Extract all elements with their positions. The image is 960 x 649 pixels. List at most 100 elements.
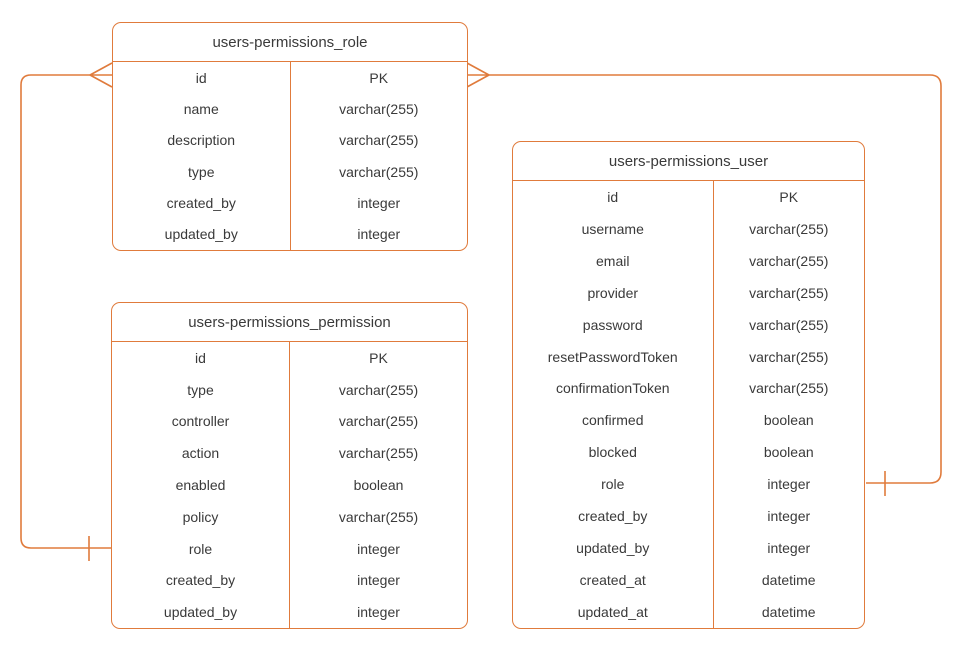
field-name-cell: name — [113, 93, 291, 125]
field-type-cell: varchar(255) — [749, 220, 829, 237]
field-type-cell: varchar(255) — [749, 380, 829, 397]
table-title: users-permissions_role — [113, 23, 467, 62]
field-name-cell: id — [112, 342, 290, 374]
field-name-cell: username — [513, 212, 714, 245]
table-row: name varchar(255) — [113, 93, 467, 125]
field-type-cell: integer — [357, 194, 401, 211]
field-type-cell: varchar(255) — [338, 413, 419, 430]
field-name-cell: action — [112, 437, 290, 470]
field-type-cell: integer — [357, 604, 400, 621]
table-row: id PK — [113, 62, 467, 94]
field-name-cell: confirmed — [513, 404, 714, 437]
field-type-cell: varchar(255) — [749, 316, 829, 333]
field-type-cell: integer — [357, 226, 401, 243]
field-name-cell: provider — [513, 276, 714, 309]
table-title: users-permissions_user — [513, 142, 864, 181]
table-row: description varchar(255) — [113, 124, 467, 156]
connector-line[interactable] — [20, 74, 111, 549]
field-name-cell: role — [513, 468, 714, 501]
field-type-cell: varchar(255) — [749, 284, 829, 301]
entity-table-users-permissions-user[interactable]: users-permissions_user id PK username varc… — [512, 141, 865, 629]
field-name-cell: id — [513, 181, 714, 213]
field-name-cell: confirmationToken — [513, 372, 714, 405]
table-row: confirmationToken varchar(255) — [513, 372, 864, 405]
field-name-cell: policy — [112, 500, 290, 533]
field-type-cell: PK — [779, 188, 799, 205]
table-row: created_by integer — [513, 500, 864, 533]
field-type-cell: integer — [357, 572, 400, 589]
table-row: role integer — [112, 532, 467, 565]
field-type-cell: integer — [767, 508, 811, 525]
field-name-cell: blocked — [513, 436, 714, 469]
field-type-cell: PK — [369, 69, 389, 86]
table-row: created_by integer — [113, 187, 467, 219]
field-name-cell: updated_by — [113, 218, 291, 250]
crows-foot-many-icon — [466, 62, 490, 88]
field-type-cell: varchar(255) — [338, 445, 419, 462]
table-row: blocked boolean — [513, 436, 864, 469]
field-type-cell: integer — [767, 540, 811, 557]
field-type-cell: varchar(255) — [339, 100, 419, 117]
field-type-cell: PK — [369, 349, 388, 366]
table-row: created_at datetime — [513, 564, 864, 596]
field-name-cell: type — [112, 373, 290, 406]
connector-permission-to-role[interactable] — [20, 62, 113, 561]
table-row: created_by integer — [112, 564, 467, 597]
table-row: provider varchar(255) — [513, 276, 864, 309]
field-type-cell: varchar(255) — [339, 163, 419, 180]
field-name-cell: created_by — [113, 187, 291, 219]
table-row: username varchar(255) — [513, 212, 864, 245]
field-name-cell: created_by — [112, 564, 290, 597]
field-name-cell: password — [513, 308, 714, 341]
table-body: id PK username varchar(255) email varchar(2… — [513, 181, 864, 628]
field-type-cell: integer — [767, 476, 811, 493]
table-row: updated_by integer — [113, 218, 467, 250]
field-name-cell: created_by — [513, 500, 714, 533]
entity-table-users-permissions-permission[interactable]: users-permissions_permission id PK type va… — [111, 302, 468, 629]
field-name-cell: description — [113, 124, 291, 156]
field-name-cell: created_at — [513, 564, 714, 596]
field-type-cell: datetime — [761, 572, 816, 589]
field-name-cell: role — [112, 532, 290, 565]
crows-foot-many-icon — [89, 62, 113, 88]
field-type-cell: boolean — [763, 444, 814, 461]
field-name-cell: enabled — [112, 469, 290, 501]
field-type-cell: boolean — [763, 412, 814, 429]
table-title: users-permissions_permission — [112, 303, 467, 342]
field-type-cell: varchar(255) — [749, 252, 829, 269]
table-row: email varchar(255) — [513, 244, 864, 277]
table-row: action varchar(255) — [112, 437, 467, 470]
table-row: password varchar(255) — [513, 308, 864, 341]
field-type-cell: datetime — [761, 603, 816, 620]
connector-line[interactable] — [489, 74, 942, 484]
table-row: updated_by integer — [513, 532, 864, 565]
table-row: confirmed boolean — [513, 404, 864, 437]
field-type-cell: varchar(255) — [338, 381, 419, 398]
table-row: type varchar(255) — [112, 373, 467, 406]
field-name-cell: type — [113, 155, 291, 188]
field-name-cell: controller — [112, 405, 290, 438]
table-row: id PK — [513, 181, 864, 213]
field-type-cell: varchar(255) — [339, 132, 419, 149]
field-name-cell: updated_at — [513, 595, 714, 628]
field-type-cell: boolean — [353, 477, 404, 494]
table-row: role integer — [513, 468, 864, 501]
connector-user-to-role[interactable] — [466, 62, 942, 496]
table-row: updated_by integer — [112, 596, 467, 629]
table-row: type varchar(255) — [113, 155, 467, 188]
field-name-cell: updated_by — [513, 532, 714, 565]
field-name-cell: email — [513, 244, 714, 277]
table-row: enabled boolean — [112, 469, 467, 501]
field-name-cell: id — [113, 62, 291, 94]
field-type-cell: integer — [357, 540, 400, 557]
table-row: id PK — [112, 342, 467, 374]
entity-table-users-permissions-role[interactable]: users-permissions_role id PK name varchar(… — [112, 22, 468, 251]
field-name-cell: updated_by — [112, 596, 290, 629]
table-row: controller varchar(255) — [112, 405, 467, 438]
table-body: id PK type varchar(255) controller varchar(… — [112, 342, 467, 629]
field-name-cell: resetPasswordToken — [513, 340, 714, 373]
